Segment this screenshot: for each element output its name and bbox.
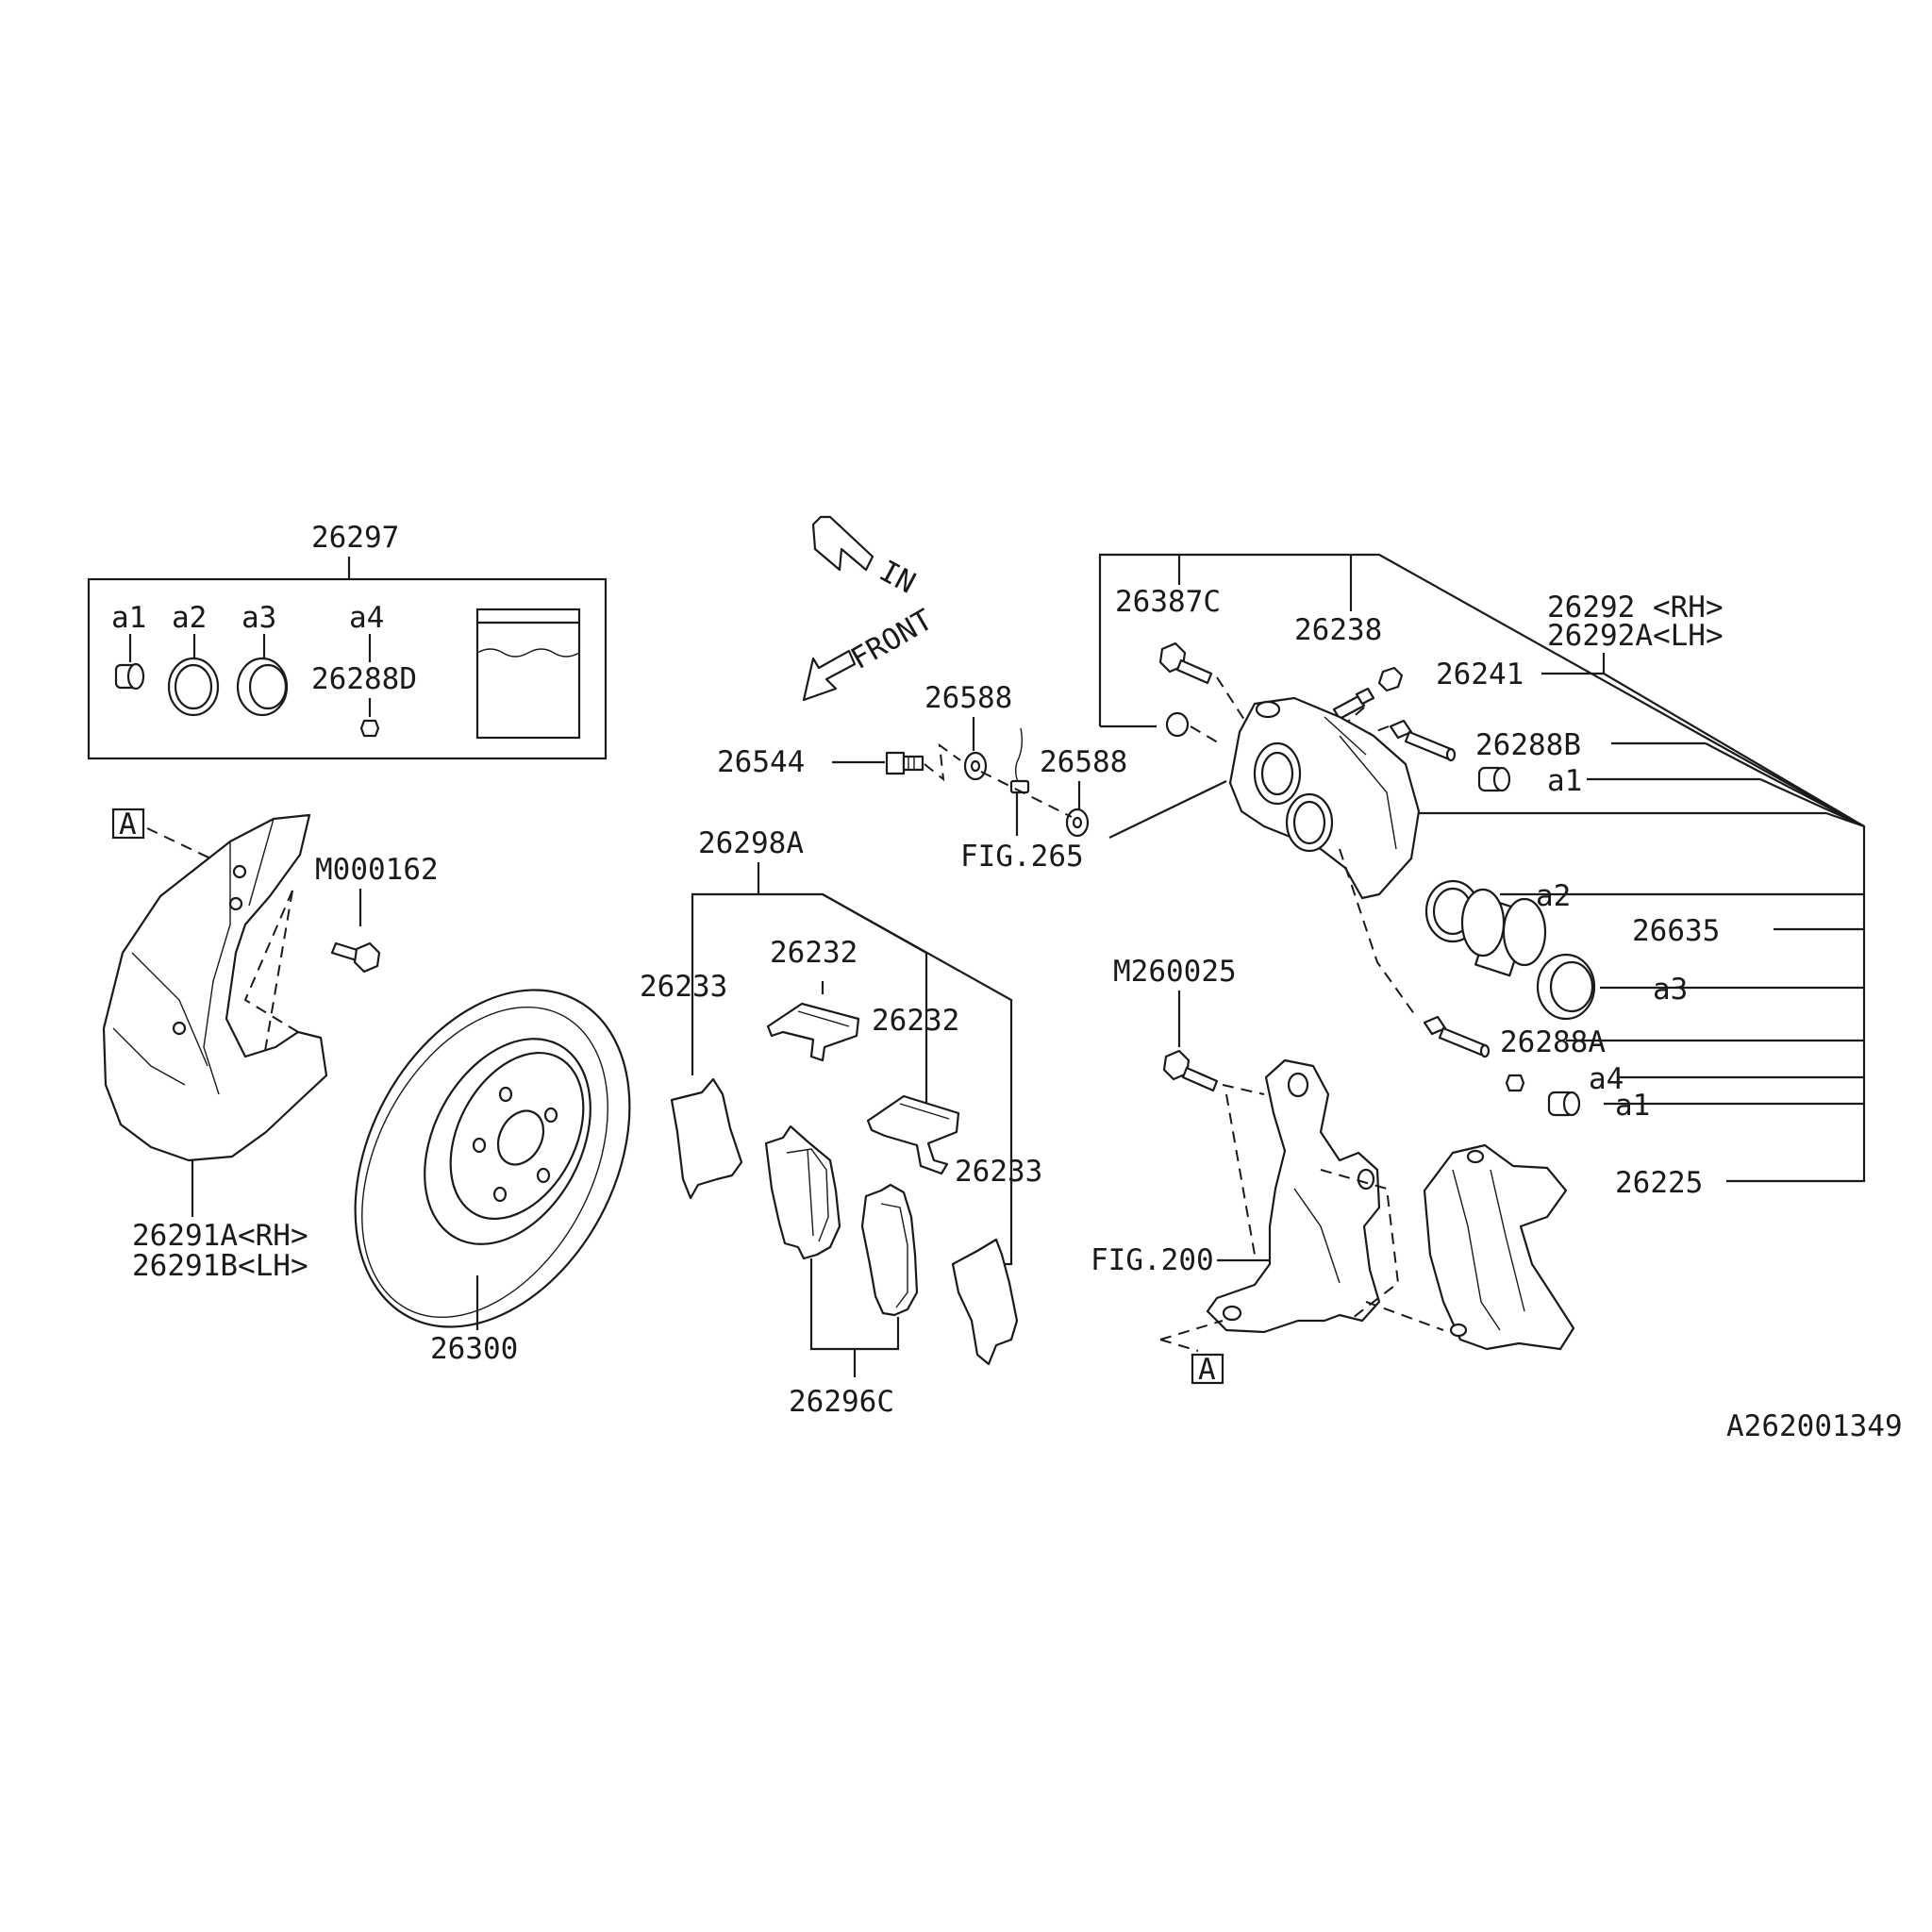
direction-front-arrow-icon: FRONT <box>802 603 939 702</box>
rotor-26300-label: 26300 <box>430 1332 518 1366</box>
kit-sleeve-a4 <box>359 719 380 738</box>
shield-lh-label: 26291B<LH> <box>132 1249 308 1283</box>
brake-rotor-26300 <box>354 989 631 1328</box>
caliper-lh-label: 26292A<LH> <box>1547 619 1724 653</box>
bolt-M000162-label: M000162 <box>315 853 439 887</box>
washer-26588-b-label: 26588 <box>1040 745 1127 779</box>
bolt-M260025-label: M260025 <box>1113 955 1237 989</box>
kit-bleeder-cap-a1 <box>114 662 145 691</box>
union-bolt-26544 <box>885 751 924 775</box>
kit-item-a3-label: a3 <box>242 601 276 635</box>
brake-dust-shield-26291 <box>102 813 328 1162</box>
ref-mark-a-top-label: A <box>119 808 137 841</box>
kit-boot-a3 <box>236 657 289 717</box>
direction-in-arrow-icon: IN <box>811 515 921 601</box>
bolt-26387C-label: 26387C <box>1115 585 1221 619</box>
washer-26588-b <box>1065 808 1090 838</box>
pad-shim-26233-a <box>670 1077 743 1200</box>
shim-26233-b-label: 26233 <box>955 1155 1042 1189</box>
caliper-callout-lines <box>1098 553 1866 1183</box>
grease-packet-icon <box>475 608 581 740</box>
brake-pad-inner <box>764 1124 841 1260</box>
dust-boot-a3 <box>1536 953 1596 1021</box>
boot-a1-bottom <box>1547 1091 1581 1117</box>
kit-part-26288D-label: 26288D <box>311 662 417 696</box>
shield-rh-label: 26291A<RH> <box>132 1219 308 1253</box>
a1-bottom-label: a1 <box>1615 1089 1650 1123</box>
piston-26635 <box>1460 888 1547 977</box>
piston-26635-label: 26635 <box>1632 914 1720 948</box>
bleeder-cap-26241 <box>1377 666 1404 692</box>
boot-a3-label: a3 <box>1653 973 1688 1007</box>
seal-a2-label: a2 <box>1536 879 1571 913</box>
bleeder-screw-26238 <box>1332 687 1375 721</box>
brake-pad-outer <box>860 1183 919 1317</box>
kit-seal-a2 <box>167 657 220 717</box>
bracket-26225-label: 26225 <box>1615 1166 1703 1200</box>
guide-pin-26288B <box>1389 719 1457 762</box>
bolt-26544-label: 26544 <box>717 745 805 779</box>
fig-265-label: FIG.265 <box>960 840 1084 874</box>
direction-in-label: IN <box>874 554 921 600</box>
diagram-id-label: A262001349 <box>1726 1409 1903 1443</box>
washer-26588-a <box>963 751 988 781</box>
sleeve-a4 <box>1505 1074 1525 1092</box>
kit-box <box>87 577 608 760</box>
ref-mark-a-top: A <box>111 808 145 841</box>
pad-shim-26233-b <box>951 1238 1019 1366</box>
caliper-rh-label: 26292 <RH> <box>1547 591 1724 625</box>
kit-number-label: 26297 <box>311 521 399 555</box>
kit-item-a4-label: a4 <box>349 601 384 635</box>
caliper-body-26292 <box>1228 696 1421 900</box>
shim-26233-a-label: 26233 <box>640 970 727 1004</box>
washer-26588-a-label: 26588 <box>924 681 1012 715</box>
guide-pin-26288A <box>1423 1015 1491 1058</box>
bracket-bolt-M260025 <box>1162 1049 1219 1092</box>
kit-26297-group: 26297 a1 a2 a3 a4 26288D <box>87 521 608 760</box>
cap-26241-label: 26241 <box>1436 658 1524 691</box>
ref-mark-a-bottom-label: A <box>1198 1353 1216 1387</box>
kit-item-a1-label: a1 <box>111 601 146 635</box>
caliper-bolt-washer <box>1165 711 1190 738</box>
caliper-bolt-26387C <box>1158 641 1213 685</box>
clip-26232-b-label: 26232 <box>872 1004 959 1038</box>
pin-26288B-label: 26288B <box>1475 728 1581 762</box>
pin-26288A-label: 26288A <box>1500 1025 1606 1059</box>
ref-mark-a-bottom: A <box>1191 1353 1224 1387</box>
caliper-bracket-26225 <box>1423 1143 1575 1351</box>
clip-26232-a-label: 26232 <box>770 936 858 970</box>
pad-clip-26232-a <box>766 1002 860 1062</box>
pad-clip-26232-b <box>866 1094 960 1175</box>
direction-front-label: FRONT <box>845 603 939 676</box>
pad-kit-26298A-label: 26298A <box>698 826 804 860</box>
a1-top-label: a1 <box>1547 764 1582 798</box>
shield-bolt-M000162 <box>330 941 381 974</box>
pads-26296C-label: 26296C <box>789 1385 894 1419</box>
a4-label: a4 <box>1589 1062 1624 1096</box>
kit-item-a2-label: a2 <box>172 601 207 635</box>
boot-a1-top <box>1477 766 1511 792</box>
bleeder-26238-label: 26238 <box>1294 613 1382 647</box>
steering-knuckle <box>1206 1058 1381 1334</box>
fig-200-label: FIG.200 <box>1091 1243 1214 1277</box>
brake-hose-fitting <box>1009 727 1030 794</box>
